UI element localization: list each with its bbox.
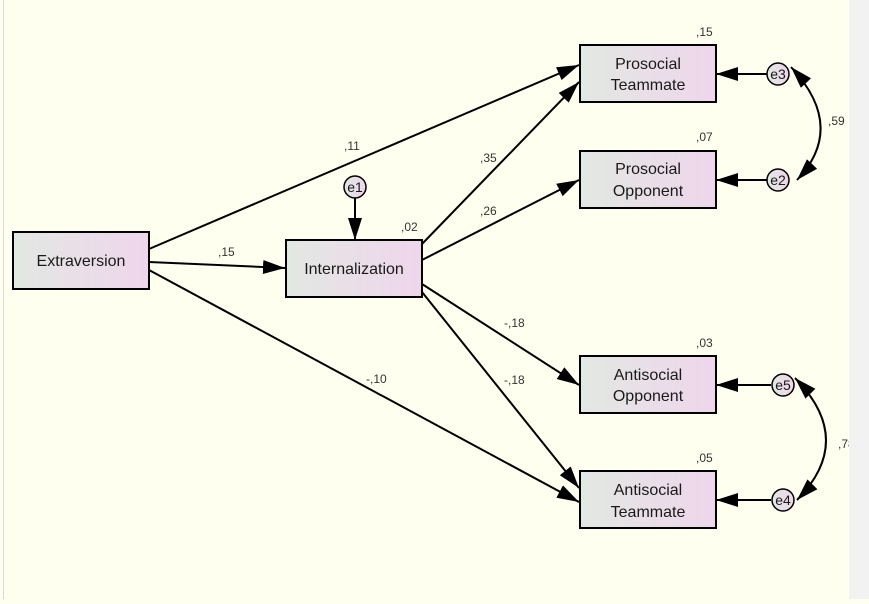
covariance-e3-e2 [790, 66, 822, 181]
label-prosocial-opponent-line2: Opponent [613, 183, 684, 200]
path-internalization-prosocial-opponent [421, 179, 580, 261]
error-e1[interactable]: e1 [343, 175, 367, 199]
node-prosocial-opponent[interactable]: Prosocial Opponent [579, 150, 717, 209]
error-e2[interactable]: e2 [766, 168, 790, 192]
node-prosocial-teammate[interactable]: Prosocial Teammate [579, 44, 717, 103]
label-extraversion: Extraversion [37, 253, 126, 270]
coef-internalization-antisocial-teammate: -,18 [504, 373, 525, 387]
r2-prosocial-opponent: ,07 [696, 130, 713, 144]
label-prosocial-opponent-line1: Prosocial [615, 161, 681, 178]
node-internalization[interactable]: Internalization [285, 239, 423, 298]
error-e3[interactable]: e3 [766, 62, 790, 86]
label-e1: e1 [347, 179, 363, 195]
error-e5[interactable]: e5 [771, 373, 795, 397]
label-antisocial-opponent-line1: Antisocial [614, 367, 682, 384]
coef-internalization-antisocial-opponent: -,18 [504, 316, 525, 330]
r2-antisocial-opponent: ,03 [696, 336, 713, 350]
node-antisocial-opponent[interactable]: Antisocial Opponent [579, 355, 717, 414]
label-prosocial-teammate-line1: Prosocial [615, 56, 681, 73]
coef-extraversion-internalization: ,15 [218, 245, 235, 259]
r2-antisocial-teammate: ,05 [696, 451, 713, 465]
label-internalization: Internalization [304, 261, 404, 278]
path-extraversion-prosocial-teammate [148, 64, 580, 250]
path-internalization-antisocial-opponent [421, 283, 580, 386]
error-e4[interactable]: e4 [771, 488, 795, 512]
coef-internalization-prosocial-teammate: ,35 [480, 151, 497, 165]
node-antisocial-teammate[interactable]: Antisocial Teammate [579, 470, 717, 529]
vertical-scrollbar[interactable] [849, 0, 869, 599]
label-e2: e2 [770, 172, 786, 188]
path-internalization-antisocial-teammate [421, 291, 580, 489]
label-prosocial-teammate-line2: Teammate [611, 77, 686, 94]
label-antisocial-teammate-line1: Antisocial [614, 482, 682, 499]
node-extraversion[interactable]: Extraversion [12, 231, 150, 290]
covariance-e5-e4 [794, 377, 827, 501]
path-internalization-prosocial-teammate [421, 81, 580, 245]
label-e4: e4 [775, 492, 791, 508]
label-antisocial-opponent-line2: Opponent [613, 388, 684, 405]
r2-prosocial-teammate: ,15 [696, 25, 713, 39]
path-extraversion-internalization [148, 260, 286, 275]
path-extraversion-antisocial-teammate [148, 269, 580, 503]
label-e5: e5 [775, 377, 791, 393]
coef-internalization-prosocial-opponent: ,26 [480, 204, 497, 218]
coef-extraversion-antisocial-teammate: -,10 [366, 372, 387, 386]
label-e3: e3 [770, 66, 786, 82]
cov-e3-e2: ,59 [828, 114, 845, 128]
coef-extraversion-prosocial-teammate: ,11 [344, 139, 360, 153]
r2-internalization: ,02 [401, 220, 418, 234]
label-antisocial-teammate-line2: Teammate [611, 504, 686, 521]
